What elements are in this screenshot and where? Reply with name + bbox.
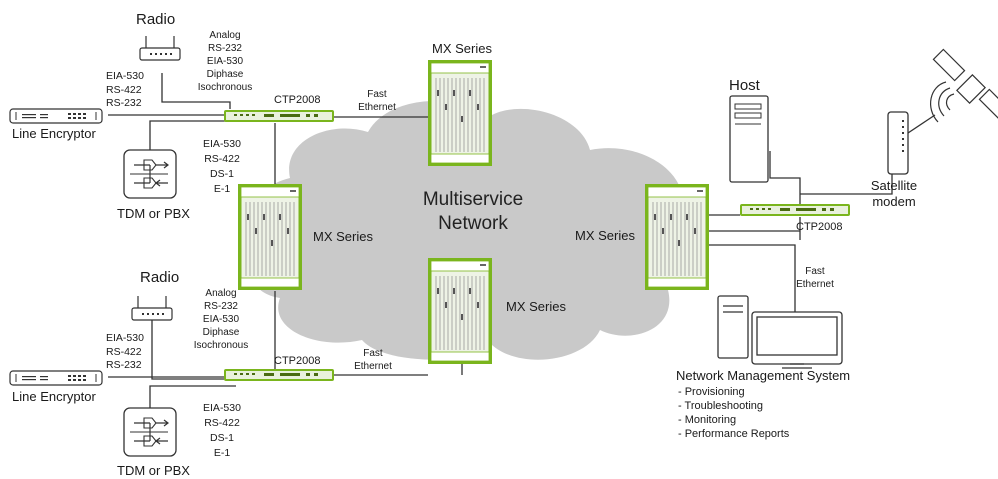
nms-title: Network Management System: [676, 368, 851, 383]
line-encryptor-top-label: Line Encryptor: [12, 126, 96, 141]
ctp2008-bottom-icon: [224, 369, 334, 381]
mx-series-right-label: MX Series: [575, 228, 635, 243]
link-line2: Ethernet: [354, 361, 392, 372]
ctp2008-right-label: CTP2008: [796, 221, 843, 233]
ctp2008-top-icon: [224, 110, 334, 122]
fast-ethernet-bottom-label: Fast Ethernet: [348, 347, 398, 373]
cloud-title-line1: Multiservice: [422, 189, 524, 210]
protocol: E-1: [213, 447, 231, 459]
satellite-line2: modem: [872, 194, 916, 209]
protocol: RS-422: [204, 153, 240, 165]
satellite-line1: Satellite: [870, 178, 918, 193]
protocol: EIA-530: [106, 332, 144, 344]
link-line1: Fast: [805, 266, 825, 277]
nms-feature-list: - Provisioning - Troubleshooting - Monit…: [678, 385, 789, 441]
encryptor-top-protocols: EIA-530 RS-422 RS-232: [106, 70, 144, 111]
link-line2: Ethernet: [358, 102, 396, 113]
protocol: RS-232: [106, 97, 142, 109]
line-encryptor-bottom-label: Line Encryptor: [12, 389, 96, 404]
link-line1: Fast: [363, 348, 383, 359]
protocol: RS-232: [208, 43, 242, 54]
cloud-title: Multiservice Network: [410, 188, 536, 236]
link-line2: Ethernet: [796, 279, 834, 290]
nms-feature: - Provisioning: [678, 386, 745, 398]
tdm-top-protocols: EIA-530 RS-422 DS-1 E-1: [200, 137, 244, 197]
satellite-modem-label: Satellite modem: [864, 178, 924, 210]
mx-series-top-label: MX Series: [432, 41, 492, 56]
nms-feature: - Troubleshooting: [678, 400, 763, 412]
tdm-pbx-bottom-label: TDM or PBX: [117, 463, 190, 478]
protocol: EIA-530: [203, 138, 241, 150]
nms-feature: - Performance Reports: [678, 428, 790, 440]
mx-series-bottom-icon: [427, 257, 493, 365]
mx-series-bottom-label: MX Series: [506, 299, 566, 314]
radio-top-icon: [139, 35, 181, 61]
nms-workstation-icon: [717, 295, 843, 369]
link-line1: Fast: [367, 89, 387, 100]
cloud-title-line2: Network: [438, 213, 508, 234]
nms-feature: - Monitoring: [678, 414, 737, 426]
mx-series-top-icon: [427, 59, 493, 167]
radio-bottom-icon: [131, 295, 173, 321]
ctp2008-bottom-label: CTP2008: [274, 355, 321, 367]
radio-bottom-label: Radio: [140, 269, 180, 286]
protocol: EIA-530: [206, 56, 244, 67]
protocol: EIA-530: [202, 314, 240, 325]
protocol: RS-422: [106, 345, 142, 358]
radio-top-label: Radio: [136, 11, 176, 28]
fast-ethernet-right-label: Fast Ethernet: [790, 265, 840, 291]
mx-series-right-icon: [644, 183, 710, 291]
tdm-pbx-top-icon: [123, 149, 177, 199]
protocol: Isochronous: [197, 82, 253, 93]
protocol: EIA-530: [203, 402, 241, 414]
protocol: RS-232: [204, 301, 238, 312]
line-encryptor-bottom-icon: [9, 370, 103, 386]
radio-bottom-protocols: Analog RS-232 EIA-530 Diphase Isochronou…: [188, 287, 254, 352]
protocol: RS-232: [106, 359, 142, 371]
mx-series-left-label: MX Series: [313, 229, 373, 244]
protocol: Diphase: [206, 69, 244, 80]
fast-ethernet-top-label: Fast Ethernet: [352, 88, 402, 114]
protocol: Analog: [209, 30, 241, 41]
protocol: EIA-530: [106, 70, 144, 82]
line-encryptor-top-icon: [9, 108, 103, 124]
protocol: Diphase: [202, 327, 240, 338]
radio-top-protocols: Analog RS-232 EIA-530 Diphase Isochronou…: [192, 29, 258, 94]
protocol: DS-1: [210, 432, 234, 444]
tdm-bottom-protocols: EIA-530 RS-422 DS-1 E-1: [200, 401, 244, 461]
mx-series-left-icon: [237, 183, 303, 291]
protocol: RS-422: [106, 83, 142, 96]
protocol: E-1: [213, 183, 231, 195]
host-icon: [729, 95, 769, 183]
tdm-pbx-bottom-icon: [123, 407, 177, 457]
protocol: DS-1: [210, 168, 234, 180]
connection-lines: [108, 73, 936, 408]
encryptor-bottom-protocols: EIA-530 RS-422 RS-232: [106, 332, 144, 373]
tdm-pbx-top-label: TDM or PBX: [117, 206, 190, 221]
protocol: Isochronous: [193, 340, 249, 351]
ctp2008-top-label: CTP2008: [274, 94, 321, 106]
multiservice-network-cloud: [252, 100, 707, 360]
protocol: Analog: [205, 288, 237, 299]
satellite-modem-icon: [887, 111, 909, 175]
host-label: Host: [729, 77, 760, 94]
ctp2008-right-icon: [740, 204, 850, 216]
satellite-icon: [930, 48, 998, 123]
protocol: RS-422: [204, 417, 240, 429]
